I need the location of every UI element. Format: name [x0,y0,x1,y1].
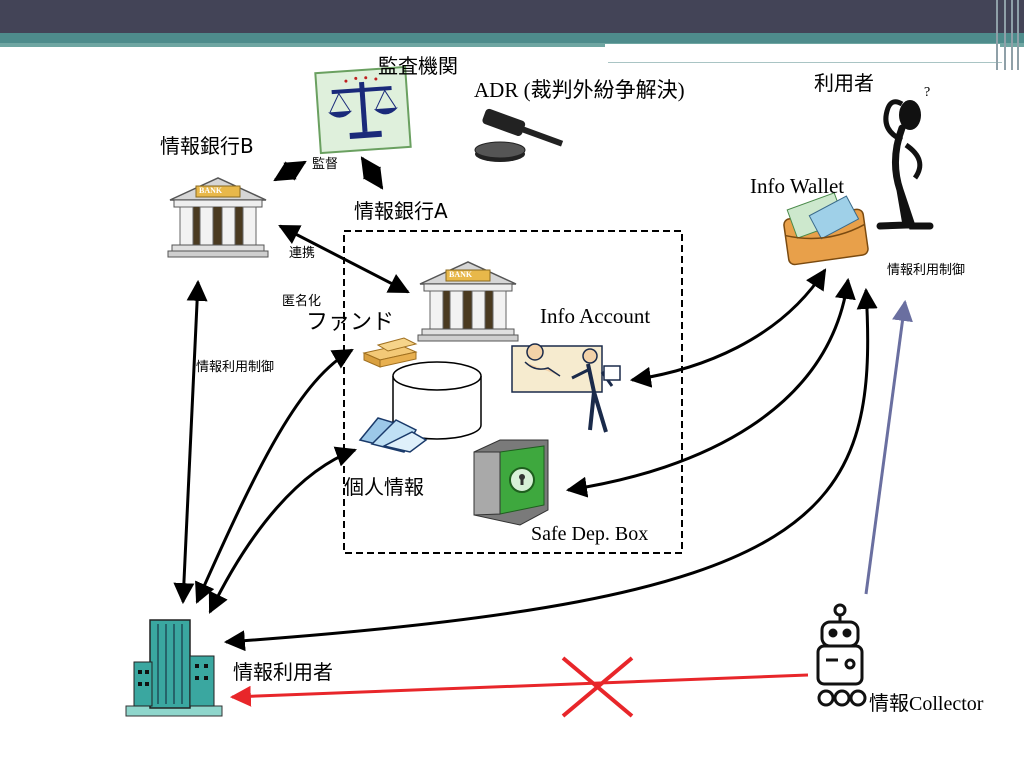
label-anonymization: 匿名化 [282,294,322,309]
label-info-collector-suffix: Collector [909,693,984,715]
label-collaboration: 連携 [289,246,316,261]
arrow-fund-info-user [195,348,354,604]
bank-b-sign: BANK [199,186,223,195]
label-info-user: 情報利用者 [233,660,333,684]
label-info-collector: 情報Collector [869,693,983,714]
label-usage-control-right: 情報利用制御 [887,263,966,278]
arrow-supervision-bank-a [360,156,384,190]
header-vbar [1004,0,1006,70]
robot-icon [816,603,867,707]
label-fund: ファンド [306,310,395,335]
arrow-collaboration [278,224,410,294]
safe-icon [473,439,549,526]
arrow-collector-user [864,299,913,595]
label-usage-control-left: 情報利用制御 [196,360,275,375]
header-gap [605,44,1000,47]
header-vbar [1017,0,1019,70]
arrow-collector-info-user-blocked [229,673,809,707]
label-adr: ADR (裁判外紛争解決) [474,78,685,102]
office-building-icon [125,619,223,717]
label-bank-a: 情報銀行A [354,199,448,223]
label-user: 利用者 [814,71,874,95]
arrow-wallet-info-user [223,287,878,652]
red-x-icon [561,656,634,718]
gavel-icon [474,108,564,162]
question-mark: ? [924,85,931,100]
wallet-icon [783,192,869,266]
header-bar [0,0,1024,33]
header-thin-line [608,62,1002,63]
teller-icon [511,343,621,433]
label-audit-org: 監査機関 [378,54,458,78]
label-supervision: 監督 [312,157,339,172]
arrow-bank-b-info-user [173,279,208,605]
arrow-supervision-bank-b [273,160,307,182]
scales-icon [314,65,412,155]
header-vbar [996,0,998,70]
arrow-personal-info-info-user [208,446,357,614]
gold-bars-icon [362,337,418,368]
arrow-wallet-account [629,268,827,388]
label-info-account: Info Account [540,304,651,328]
person-thinking-icon [876,99,934,230]
header-vbar [1011,0,1013,70]
header-accent [0,33,1024,43]
label-info-collector-prefix: 情報 [869,691,909,715]
bank-a-sign: BANK [449,270,473,279]
label-personal-info: 個人情報 [344,475,424,499]
label-info-wallet: Info Wallet [750,174,845,198]
label-safe-dep-box: Safe Dep. Box [531,523,649,545]
header-accent-light [0,43,1024,47]
label-bank-b: 情報銀行B [160,134,254,158]
